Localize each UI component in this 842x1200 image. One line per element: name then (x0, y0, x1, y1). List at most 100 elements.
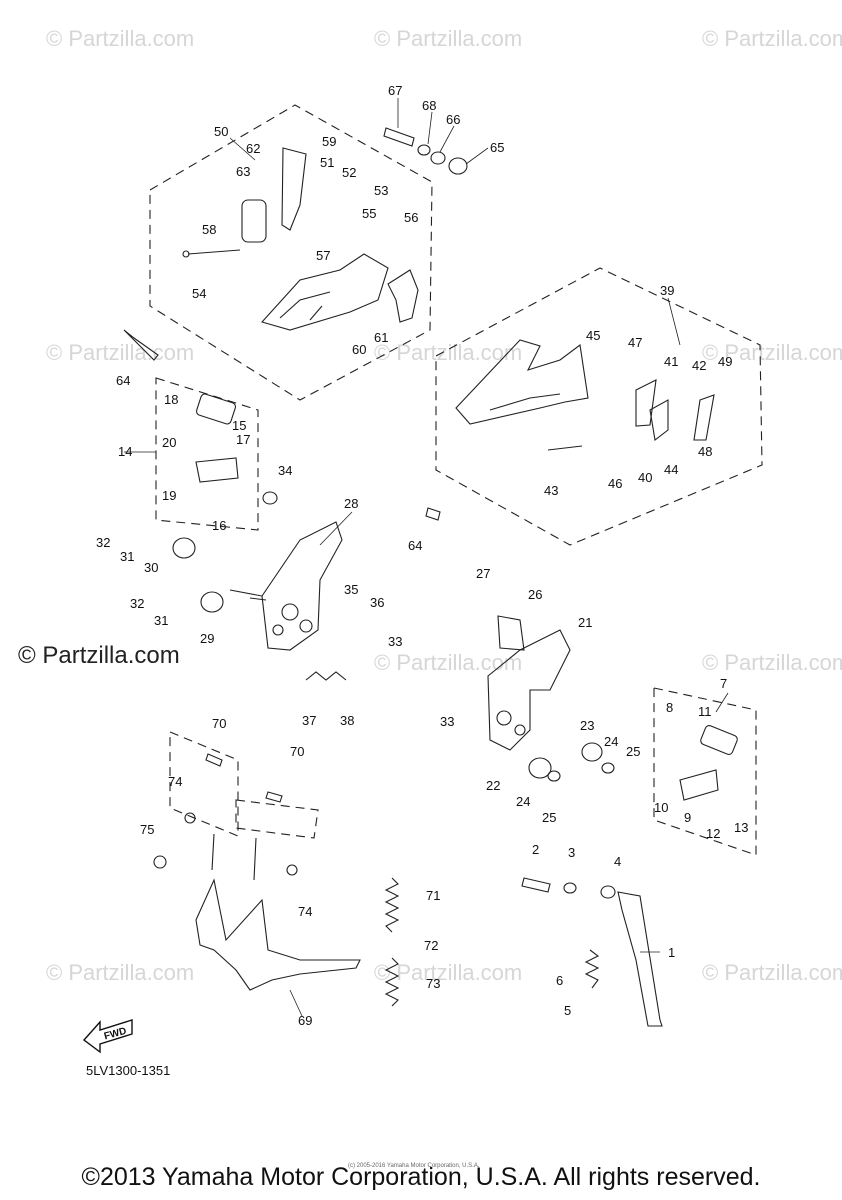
footrest-14 (195, 457, 239, 483)
part-label: 33 (388, 634, 402, 649)
part-label: 32 (96, 535, 110, 550)
bush-23 (581, 742, 603, 762)
washer-68 (417, 144, 431, 156)
part-label: 49 (718, 354, 732, 369)
bolt-70 (205, 753, 223, 767)
center-stand-69 (195, 878, 361, 991)
rear-footrest-bracket-right (455, 339, 589, 425)
part-label: 36 (370, 595, 384, 610)
footrest-bracket-40 (649, 399, 669, 441)
cap-75 (153, 855, 167, 869)
part-label: 2 (532, 842, 539, 857)
watermark-text: © Partzilla.com (374, 340, 523, 365)
part-label: 27 (476, 566, 490, 581)
part-label: 70 (212, 716, 226, 731)
part-label: 64 (116, 373, 130, 388)
part-label: 4 (614, 854, 621, 869)
fwd-arrow-icon: FWD (82, 1019, 133, 1054)
bush-29 (200, 591, 224, 613)
part-label: 66 (446, 112, 460, 127)
footer-copyright: ©2013 Yamaha Motor Corporation, U.S.A. A… (81, 1163, 761, 1191)
part-label: 25 (542, 810, 556, 825)
part-label: 16 (212, 518, 226, 533)
part-label: 34 (278, 463, 292, 478)
washer-24 (601, 762, 615, 774)
part-label: 25 (626, 744, 640, 759)
small-copyright: (c) 2005-2016 Yamaha Motor Corporation, … (348, 1163, 480, 1169)
part-label: 63 (236, 164, 250, 179)
spring-73 (384, 957, 400, 1007)
rear-footrest-bracket-left (260, 253, 389, 331)
part-label: 37 (302, 713, 316, 728)
washer-34 (262, 491, 278, 505)
bolt-70b (265, 791, 283, 803)
part-label: 74 (168, 774, 182, 789)
part-label: 54 (192, 286, 206, 301)
part-label: 51 (320, 155, 334, 170)
bush-22 (528, 757, 552, 779)
part-label: 75 (140, 822, 154, 837)
part-label: 43 (544, 483, 558, 498)
footrest-rubber-11 (700, 725, 738, 755)
part-label: 3 (568, 845, 575, 860)
group-outline-39 (435, 267, 763, 546)
part-label: 41 (664, 354, 678, 369)
part-label: 72 (424, 938, 438, 953)
part-label: 52 (342, 165, 356, 180)
part-label: 44 (664, 462, 678, 477)
group-outline-70b (235, 799, 319, 839)
part-label: 70 (290, 744, 304, 759)
part-label: 47 (628, 335, 642, 350)
part-label: 71 (426, 888, 440, 903)
bush-30 (172, 537, 196, 559)
bolt-67 (383, 127, 415, 147)
front-bracket-28 (261, 521, 343, 651)
part-label: 46 (608, 476, 622, 491)
footrest-rubber-58 (241, 199, 267, 243)
part-label: 42 (692, 358, 706, 373)
group-outline-50 (149, 104, 433, 401)
footrest-bracket-pivot (281, 147, 307, 231)
part-label: 22 (486, 778, 500, 793)
bolt-2 (521, 877, 551, 893)
watermark-text: © Partzilla.com (702, 340, 842, 365)
part-label: 12 (706, 826, 720, 841)
front-bracket-21 (487, 629, 571, 751)
part-label: 60 (352, 342, 366, 357)
part-label: 57 (316, 248, 330, 263)
footrest-rubber-18 (195, 393, 237, 425)
watermark-text: © Partzilla.com (46, 26, 195, 51)
part-label: 17 (236, 432, 250, 447)
part-label: 38 (340, 713, 354, 728)
part-label: 18 (164, 392, 178, 407)
part-label: 74 (298, 904, 312, 919)
washer-3 (563, 882, 577, 894)
part-label: 8 (666, 700, 673, 715)
footrest-bracket-47 (635, 379, 657, 427)
part-label: 68 (422, 98, 436, 113)
part-label: 24 (516, 794, 530, 809)
watermark-text: © Partzilla.com (702, 960, 842, 985)
part-label: 56 (404, 210, 418, 225)
footrest-7 (679, 769, 719, 801)
group-outline-70a (169, 731, 239, 837)
part-label: 39 (660, 283, 674, 298)
bush-65 (448, 157, 468, 175)
heel-plate-49 (693, 394, 715, 441)
group-outline-14 (155, 377, 259, 531)
part-label: 13 (734, 820, 748, 835)
part-label: 45 (586, 328, 600, 343)
part-label: 20 (162, 435, 176, 450)
collar-66 (430, 151, 446, 165)
part-label: 69 (298, 1013, 312, 1028)
part-label: 26 (528, 587, 542, 602)
part-label: 73 (426, 976, 440, 991)
part-label: 40 (638, 470, 652, 485)
spring-6 (584, 949, 600, 989)
part-label: 48 (698, 444, 712, 459)
part-label: 33 (440, 714, 454, 729)
watermark-text: © Partzilla.com (702, 650, 842, 675)
part-label: 14 (118, 444, 132, 459)
part-label: 62 (246, 141, 260, 156)
